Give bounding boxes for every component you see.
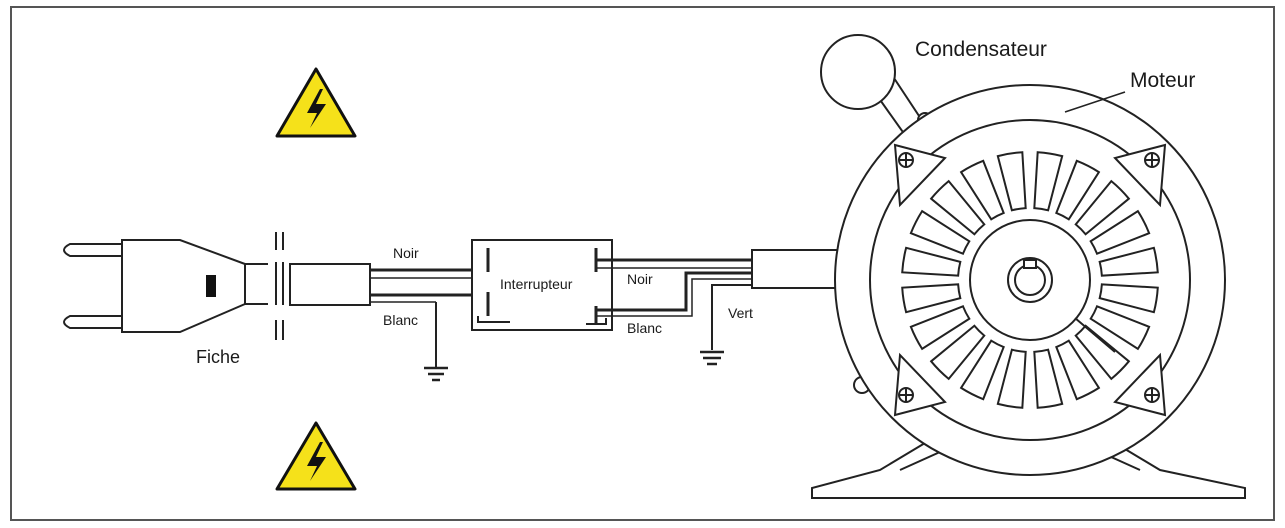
cooling-fin	[1074, 179, 1131, 236]
wire-green-label: Vert	[728, 305, 753, 321]
ground-icon	[424, 302, 448, 382]
motor-label: Moteur	[1130, 69, 1195, 92]
capacitor-label: Condensateur	[915, 38, 1047, 61]
cooling-fin	[1089, 209, 1151, 255]
cooling-fin	[1098, 283, 1159, 314]
cooling-fin	[901, 283, 962, 314]
plug-label: Fiche	[196, 347, 240, 367]
switch	[471, 239, 613, 331]
cooling-fin	[996, 348, 1027, 409]
cooling-fin	[1074, 324, 1131, 381]
plug	[63, 232, 371, 340]
switch-label: Interrupteur	[500, 276, 573, 292]
motor	[811, 34, 1246, 499]
ground-icon	[700, 350, 724, 366]
cooling-fin	[996, 151, 1027, 212]
screw-icon	[1144, 152, 1160, 168]
cooling-fin	[1098, 246, 1159, 277]
high-voltage-warning-icon	[275, 421, 357, 491]
wire-green	[711, 284, 752, 350]
screw-icon	[1144, 387, 1160, 403]
high-voltage-warning-icon	[275, 67, 357, 138]
cooling-fin	[1033, 348, 1064, 409]
cooling-fin	[929, 179, 986, 236]
motor-cable-entry	[751, 249, 843, 289]
wire-black-right-label: Noir	[627, 271, 653, 287]
cooling-fin	[1055, 159, 1101, 221]
wire-white-right	[596, 271, 752, 312]
cooling-fin	[929, 324, 986, 381]
wire-black-left-label: Noir	[393, 245, 419, 261]
cooling-fin	[959, 339, 1005, 401]
cooling-fin	[1033, 151, 1064, 212]
cooling-fin	[959, 159, 1005, 221]
screw-icon	[898, 387, 914, 403]
cooling-fin	[1089, 305, 1151, 351]
wire-white-right-label: Blanc	[627, 320, 662, 336]
cooling-fin	[909, 209, 971, 255]
wire-white-left-label: Blanc	[383, 312, 418, 328]
cooling-fin	[1055, 339, 1101, 401]
cooling-fin	[909, 305, 971, 351]
capacitor	[820, 34, 896, 110]
cooling-fin	[901, 246, 962, 277]
screw-icon	[898, 152, 914, 168]
